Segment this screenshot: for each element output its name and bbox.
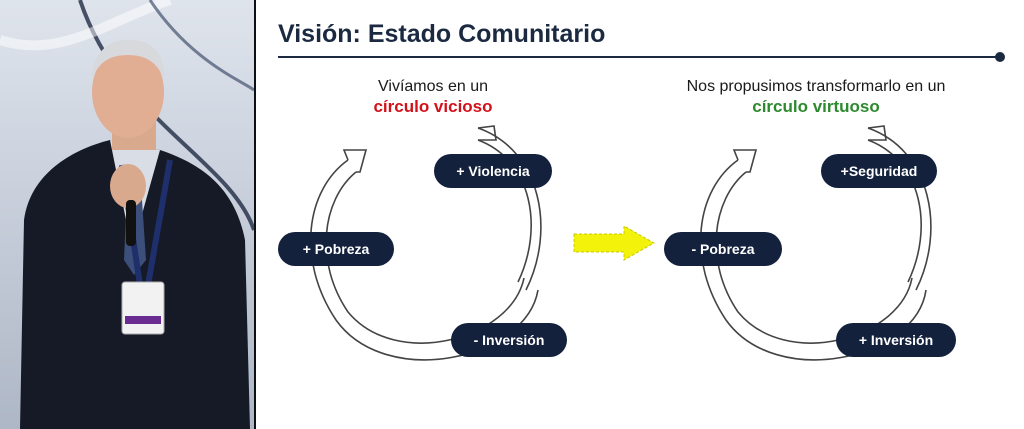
node-inversion-minus: - Inversión	[451, 323, 567, 357]
background-swoosh	[0, 0, 254, 231]
node-pobreza-minus: - Pobreza	[664, 232, 782, 266]
virtuous-cycle-label: círculo virtuoso	[752, 97, 880, 116]
slide-title: Visión: Estado Comunitario	[278, 20, 606, 48]
title-underline	[278, 56, 1000, 58]
vicious-cycle-label: círculo vicioso	[373, 97, 493, 116]
speaker-figure	[20, 39, 250, 429]
presentation-slide: Visión: Estado Comunitario Vivíamos en u…	[256, 0, 1024, 429]
vicious-cycle-caption: Vivíamos en un círculo vicioso	[318, 77, 548, 117]
node-seguridad: +Seguridad	[821, 154, 937, 188]
right-arrow-icon	[573, 225, 656, 261]
virtuous-caption-line: Nos propusimos transformarlo en un	[686, 78, 946, 95]
virtuous-cycle-caption: Nos propusimos transformarlo en un círcu…	[666, 77, 966, 117]
virtuous-cycle-arrows	[699, 125, 932, 361]
cycle-diagrams	[309, 125, 932, 361]
node-inversion-plus: + Inversión	[836, 323, 956, 357]
node-pobreza-plus: + Pobreza	[278, 232, 394, 266]
title-underline-dot	[995, 52, 1005, 62]
speaker-video-panel	[0, 0, 254, 429]
node-violencia: + Violencia	[434, 154, 552, 188]
vicious-caption-line: Vivíamos en un	[378, 78, 488, 95]
